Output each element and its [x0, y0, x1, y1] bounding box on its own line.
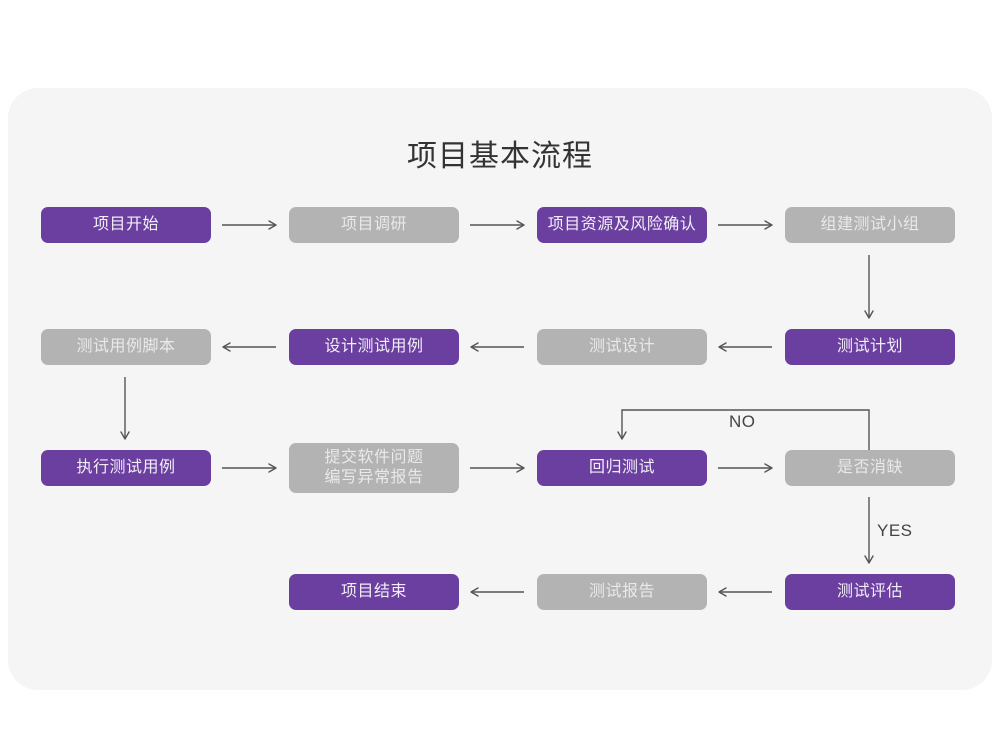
- node-resource-risk-confirm[interactable]: 项目资源及风险确认: [537, 207, 707, 243]
- node-build-test-team[interactable]: 组建测试小组: [785, 207, 955, 243]
- node-execute-test-cases[interactable]: 执行测试用例: [41, 450, 211, 486]
- node-test-plan[interactable]: 测试计划: [785, 329, 955, 365]
- node-project-end[interactable]: 项目结束: [289, 574, 459, 610]
- node-submit-issue-report[interactable]: 提交软件问题 编写异常报告: [289, 443, 459, 493]
- edge-label-yes: YES: [877, 521, 913, 540]
- node-test-design[interactable]: 测试设计: [537, 329, 707, 365]
- edge-label-no: NO: [729, 412, 756, 431]
- node-defect-cleared[interactable]: 是否消缺: [785, 450, 955, 486]
- page-title: 项目基本流程: [407, 140, 593, 173]
- node-test-case-scripts[interactable]: 测试用例脚本: [41, 329, 211, 365]
- node-project-research[interactable]: 项目调研: [289, 207, 459, 243]
- node-design-test-cases[interactable]: 设计测试用例: [289, 329, 459, 365]
- node-test-report[interactable]: 测试报告: [537, 574, 707, 610]
- node-project-start[interactable]: 项目开始: [41, 207, 211, 243]
- node-test-evaluation[interactable]: 测试评估: [785, 574, 955, 610]
- node-regression-test[interactable]: 回归测试: [537, 450, 707, 486]
